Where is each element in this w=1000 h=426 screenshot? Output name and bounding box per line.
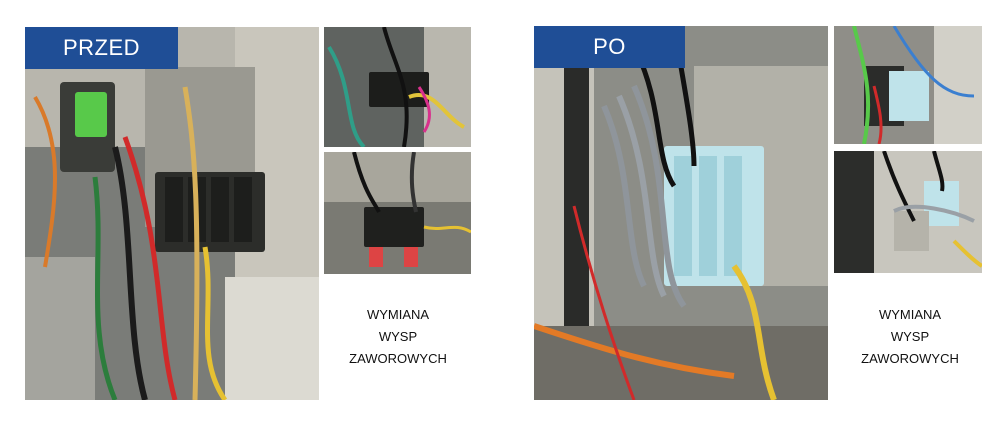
after-caption: WYMIANA WYSP ZAWOROWYCH — [845, 304, 975, 370]
after-caption-line-1: WYMIANA — [878, 307, 942, 322]
before-caption: WYMIANA WYSP ZAWOROWYCH — [333, 304, 463, 370]
before-caption-line-3: ZAWOROWYCH — [349, 351, 447, 366]
before-detail-photo-bottom — [324, 152, 471, 274]
before-detail-photo-top — [324, 27, 471, 147]
after-caption-line-3: ZAWOROWYCH — [861, 351, 959, 366]
after-detail-photo-top — [834, 26, 982, 144]
after-badge: PO — [534, 26, 685, 68]
before-main-photo — [25, 27, 319, 400]
after-main-photo — [534, 26, 828, 400]
after-caption-line-2: WYSP — [890, 329, 930, 344]
after-badge-label: PO — [593, 34, 626, 59]
before-caption-line-1: WYMIANA — [366, 307, 430, 322]
before-caption-line-2: WYSP — [378, 329, 418, 344]
after-detail-photo-bottom — [834, 151, 982, 273]
before-badge: PRZED — [25, 27, 178, 69]
before-badge-label: PRZED — [62, 35, 141, 60]
